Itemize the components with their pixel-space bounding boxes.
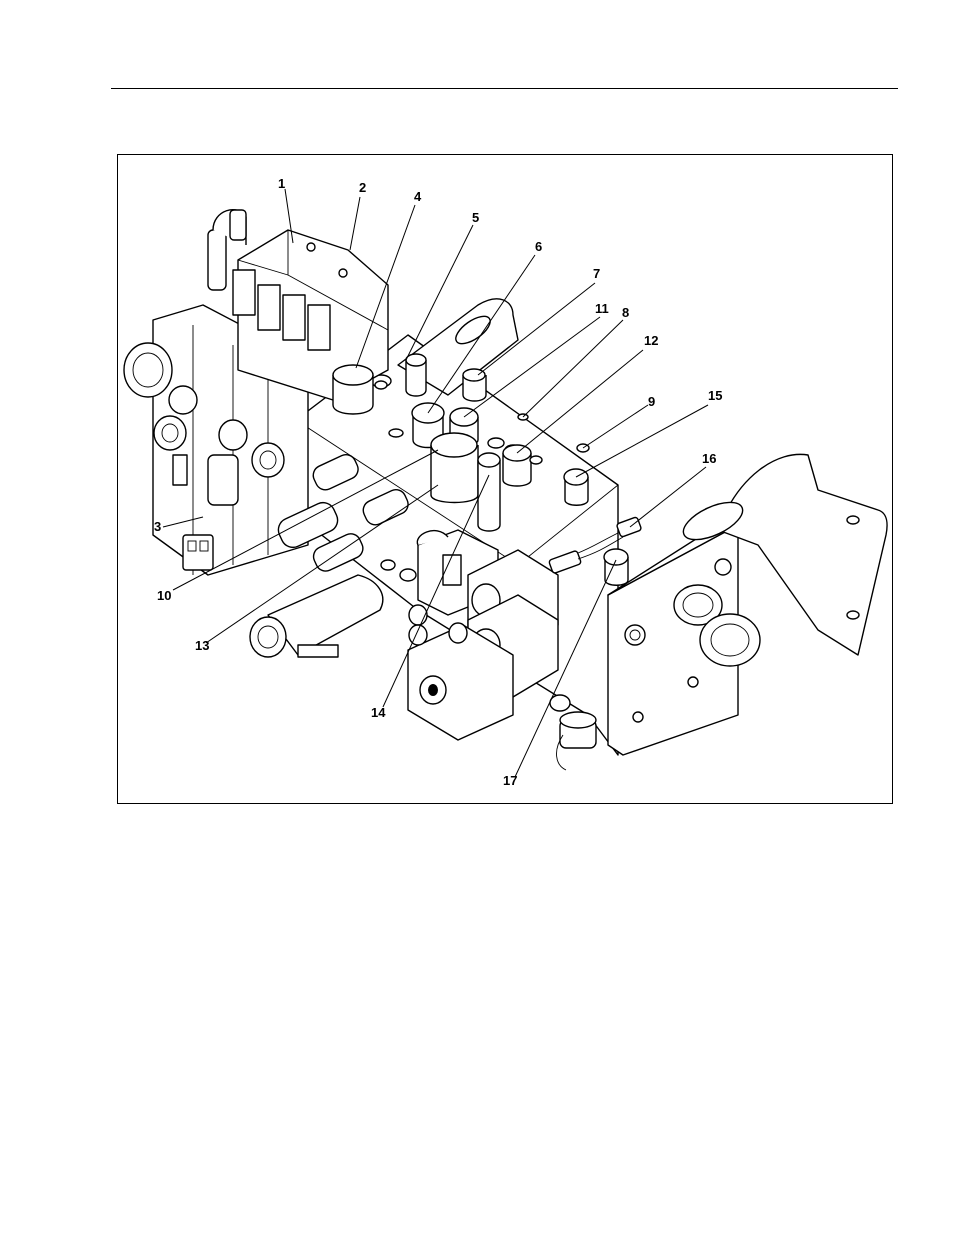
right-end-block bbox=[608, 454, 887, 755]
callout-16: 16 bbox=[702, 451, 716, 466]
callout-5: 5 bbox=[472, 210, 479, 225]
callout-17: 17 bbox=[503, 773, 517, 788]
header-rule bbox=[111, 88, 898, 89]
figure-frame: 1 2 3 4 5 6 7 8 9 10 11 12 13 14 15 16 1… bbox=[117, 154, 893, 804]
callout-1: 1 bbox=[278, 176, 285, 191]
callout-10: 10 bbox=[157, 588, 171, 603]
callout-15: 15 bbox=[708, 388, 722, 403]
callout-8: 8 bbox=[622, 305, 629, 320]
callout-12: 12 bbox=[644, 333, 658, 348]
callout-11: 11 bbox=[595, 301, 609, 316]
callout-2: 2 bbox=[359, 180, 366, 195]
callout-6: 6 bbox=[535, 239, 542, 254]
callout-14: 14 bbox=[371, 705, 386, 720]
callout-7: 7 bbox=[593, 266, 600, 281]
callout-9: 9 bbox=[648, 394, 655, 409]
hydraulic-valve-assembly-drawing: 1 2 3 4 5 6 7 8 9 10 11 12 13 14 15 16 1… bbox=[118, 155, 894, 805]
callout-13: 13 bbox=[195, 638, 209, 653]
callout-3: 3 bbox=[154, 519, 161, 534]
callout-4: 4 bbox=[414, 189, 422, 204]
